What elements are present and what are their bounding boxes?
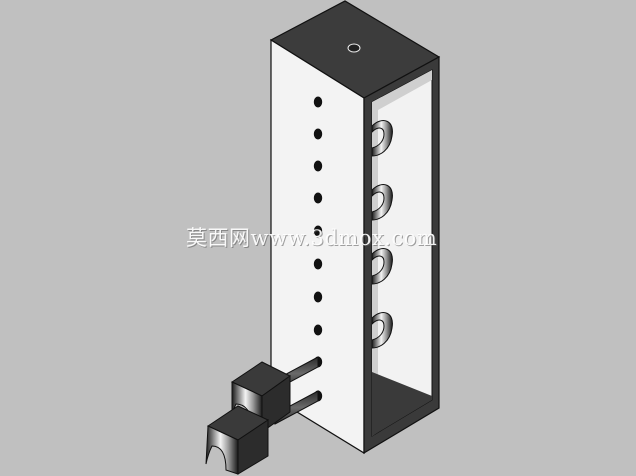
hole — [313, 96, 323, 108]
hole — [313, 160, 323, 172]
hole — [313, 258, 323, 270]
top-hole — [347, 43, 361, 53]
clip-block-lower — [205, 405, 270, 475]
inner-clip-1 — [371, 120, 393, 157]
clip-block-upper — [230, 361, 291, 433]
inner-clip-3 — [371, 248, 393, 285]
hole — [313, 324, 323, 336]
hole — [313, 128, 323, 140]
hole — [313, 291, 323, 303]
inner-clips — [371, 120, 393, 349]
watermark-text: 莫西网www.3dmox.com — [186, 226, 438, 250]
hole — [313, 192, 323, 204]
inner-clip-2 — [371, 184, 393, 221]
bottom-ledge — [372, 372, 432, 436]
inner-clip-4 — [371, 312, 393, 349]
hole — [313, 225, 323, 237]
